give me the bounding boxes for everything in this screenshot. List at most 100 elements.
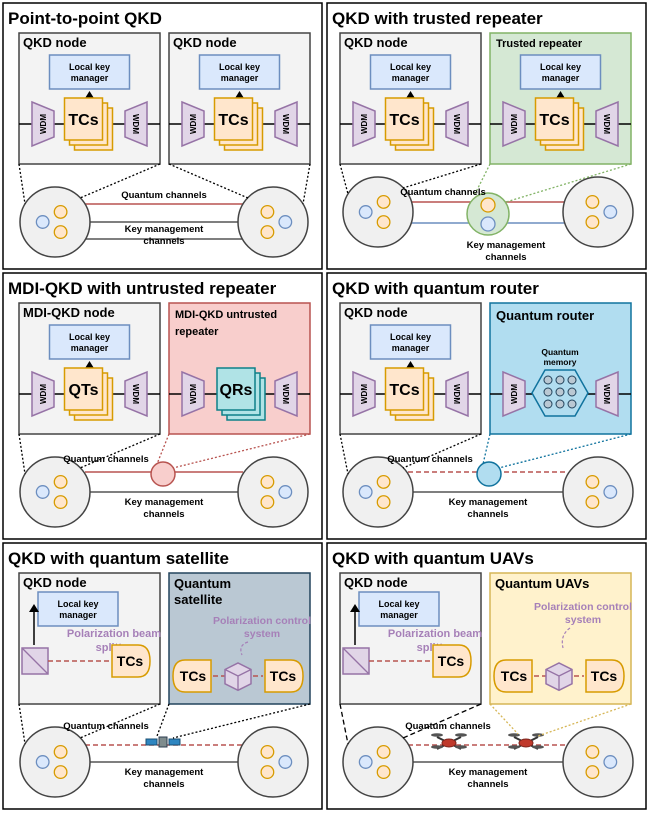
- network-node: [562, 726, 634, 798]
- wdm-label: WDM: [131, 384, 140, 404]
- satellite-panel: [145, 738, 158, 746]
- node-blue-dot: [603, 485, 618, 499]
- wdm-label: WDM: [360, 384, 369, 404]
- node-orange-dot: [260, 744, 275, 759]
- memory-qubit: [555, 399, 565, 409]
- uav-rotor: [508, 745, 520, 749]
- qkd-node-box-title: QKD node: [344, 35, 408, 50]
- pointer-line: [561, 627, 571, 649]
- wdm-label: WDM: [131, 114, 140, 134]
- zoom-connector: [79, 703, 161, 739]
- node-orange-dot: [585, 765, 600, 780]
- quantum-channels-label: Quantum channels: [121, 190, 207, 201]
- network-node: [237, 726, 309, 798]
- memory-qubit: [543, 375, 553, 385]
- node-orange-dot: [376, 495, 391, 510]
- tcs-module: [432, 644, 472, 678]
- node-blue-dot: [278, 485, 293, 499]
- network-node: [342, 176, 414, 248]
- node-blue-dot: [603, 205, 618, 219]
- panel-title: QKD with quantum UAVs: [332, 549, 534, 568]
- zoom-connector: [339, 163, 349, 195]
- qts-stack-card: [63, 367, 104, 411]
- uav-body: [518, 738, 534, 748]
- node-blue-dot: [35, 485, 50, 499]
- tcs-module-label: TCs: [438, 653, 465, 669]
- node-orange-dot: [53, 765, 68, 780]
- local-key-manager-box: [369, 324, 452, 360]
- quantum-router-node: [476, 461, 502, 487]
- untrusted-repeater-node: [150, 461, 176, 487]
- polarization-cube-edges: [545, 668, 573, 691]
- node-orange-dot: [585, 744, 600, 759]
- node-blue-dot: [35, 215, 50, 229]
- node-blue-dot: [278, 215, 293, 229]
- wdm-multiplexer: [124, 370, 148, 418]
- arrow-head: [405, 361, 416, 369]
- wdm-label: WDM: [360, 114, 369, 134]
- node-orange-dot: [585, 194, 600, 209]
- zoom-connector: [482, 433, 491, 465]
- memory-qubit: [567, 375, 577, 385]
- qts-stack-label: QTs: [69, 382, 99, 399]
- node-blue-dot: [358, 485, 373, 499]
- wdm-multiplexer: [31, 100, 55, 148]
- qkd-node-box-title: QKD node: [173, 35, 237, 50]
- zoom-connector: [402, 163, 482, 189]
- zoom-connector: [302, 163, 311, 205]
- panel-title: QKD with quantum router: [332, 279, 539, 298]
- zoom-connector: [498, 433, 632, 469]
- uav-rotor: [455, 733, 467, 737]
- wdm-multiplexer: [181, 370, 205, 418]
- satellite-panel: [168, 738, 181, 746]
- tcs-module-label: TCs: [591, 668, 618, 684]
- node-orange-dot: [585, 474, 600, 489]
- zoom-connector: [18, 163, 26, 205]
- panel-title: MDI-QKD with untrusted repeater: [8, 279, 277, 298]
- tcs-module-label: TCs: [117, 653, 144, 669]
- quantum-channels-label: Quantum channels: [400, 187, 486, 198]
- tcs-module-label: TCs: [270, 668, 297, 684]
- wdm-label: WDM: [189, 384, 198, 404]
- tcs-stack-card: [213, 97, 254, 141]
- pointer-line: [240, 641, 249, 656]
- node-blue-dot: [480, 216, 496, 232]
- zoom-connector: [172, 433, 311, 469]
- qrs-stack-label: QRs: [220, 382, 253, 399]
- network-node: [19, 726, 91, 798]
- wdm-label: WDM: [39, 114, 48, 134]
- panel-title: Point-to-point QKD: [8, 9, 162, 28]
- zoom-connector: [339, 433, 349, 475]
- tcs-stack-card: [384, 367, 425, 411]
- arrow-head: [84, 361, 95, 369]
- arrow-head: [234, 91, 245, 99]
- memory-qubit: [555, 387, 565, 397]
- uav-body: [441, 738, 457, 748]
- network-node: [342, 726, 414, 798]
- wdm-label: WDM: [281, 114, 290, 134]
- uav-rotor: [431, 745, 443, 749]
- tcs-module: [264, 659, 304, 693]
- arrow-head: [405, 91, 416, 99]
- arrow-head: [350, 604, 360, 612]
- wdm-multiplexer: [445, 100, 469, 148]
- tcs-module: [585, 659, 625, 693]
- satellite-body: [158, 736, 168, 748]
- wdm-label: WDM: [510, 114, 519, 134]
- node-orange-dot: [376, 215, 391, 230]
- network-node: [19, 186, 91, 258]
- tcs-stack-label: TCs: [218, 112, 248, 129]
- wdm-label: WDM: [39, 384, 48, 404]
- tcs-stack-label: TCs: [539, 112, 569, 129]
